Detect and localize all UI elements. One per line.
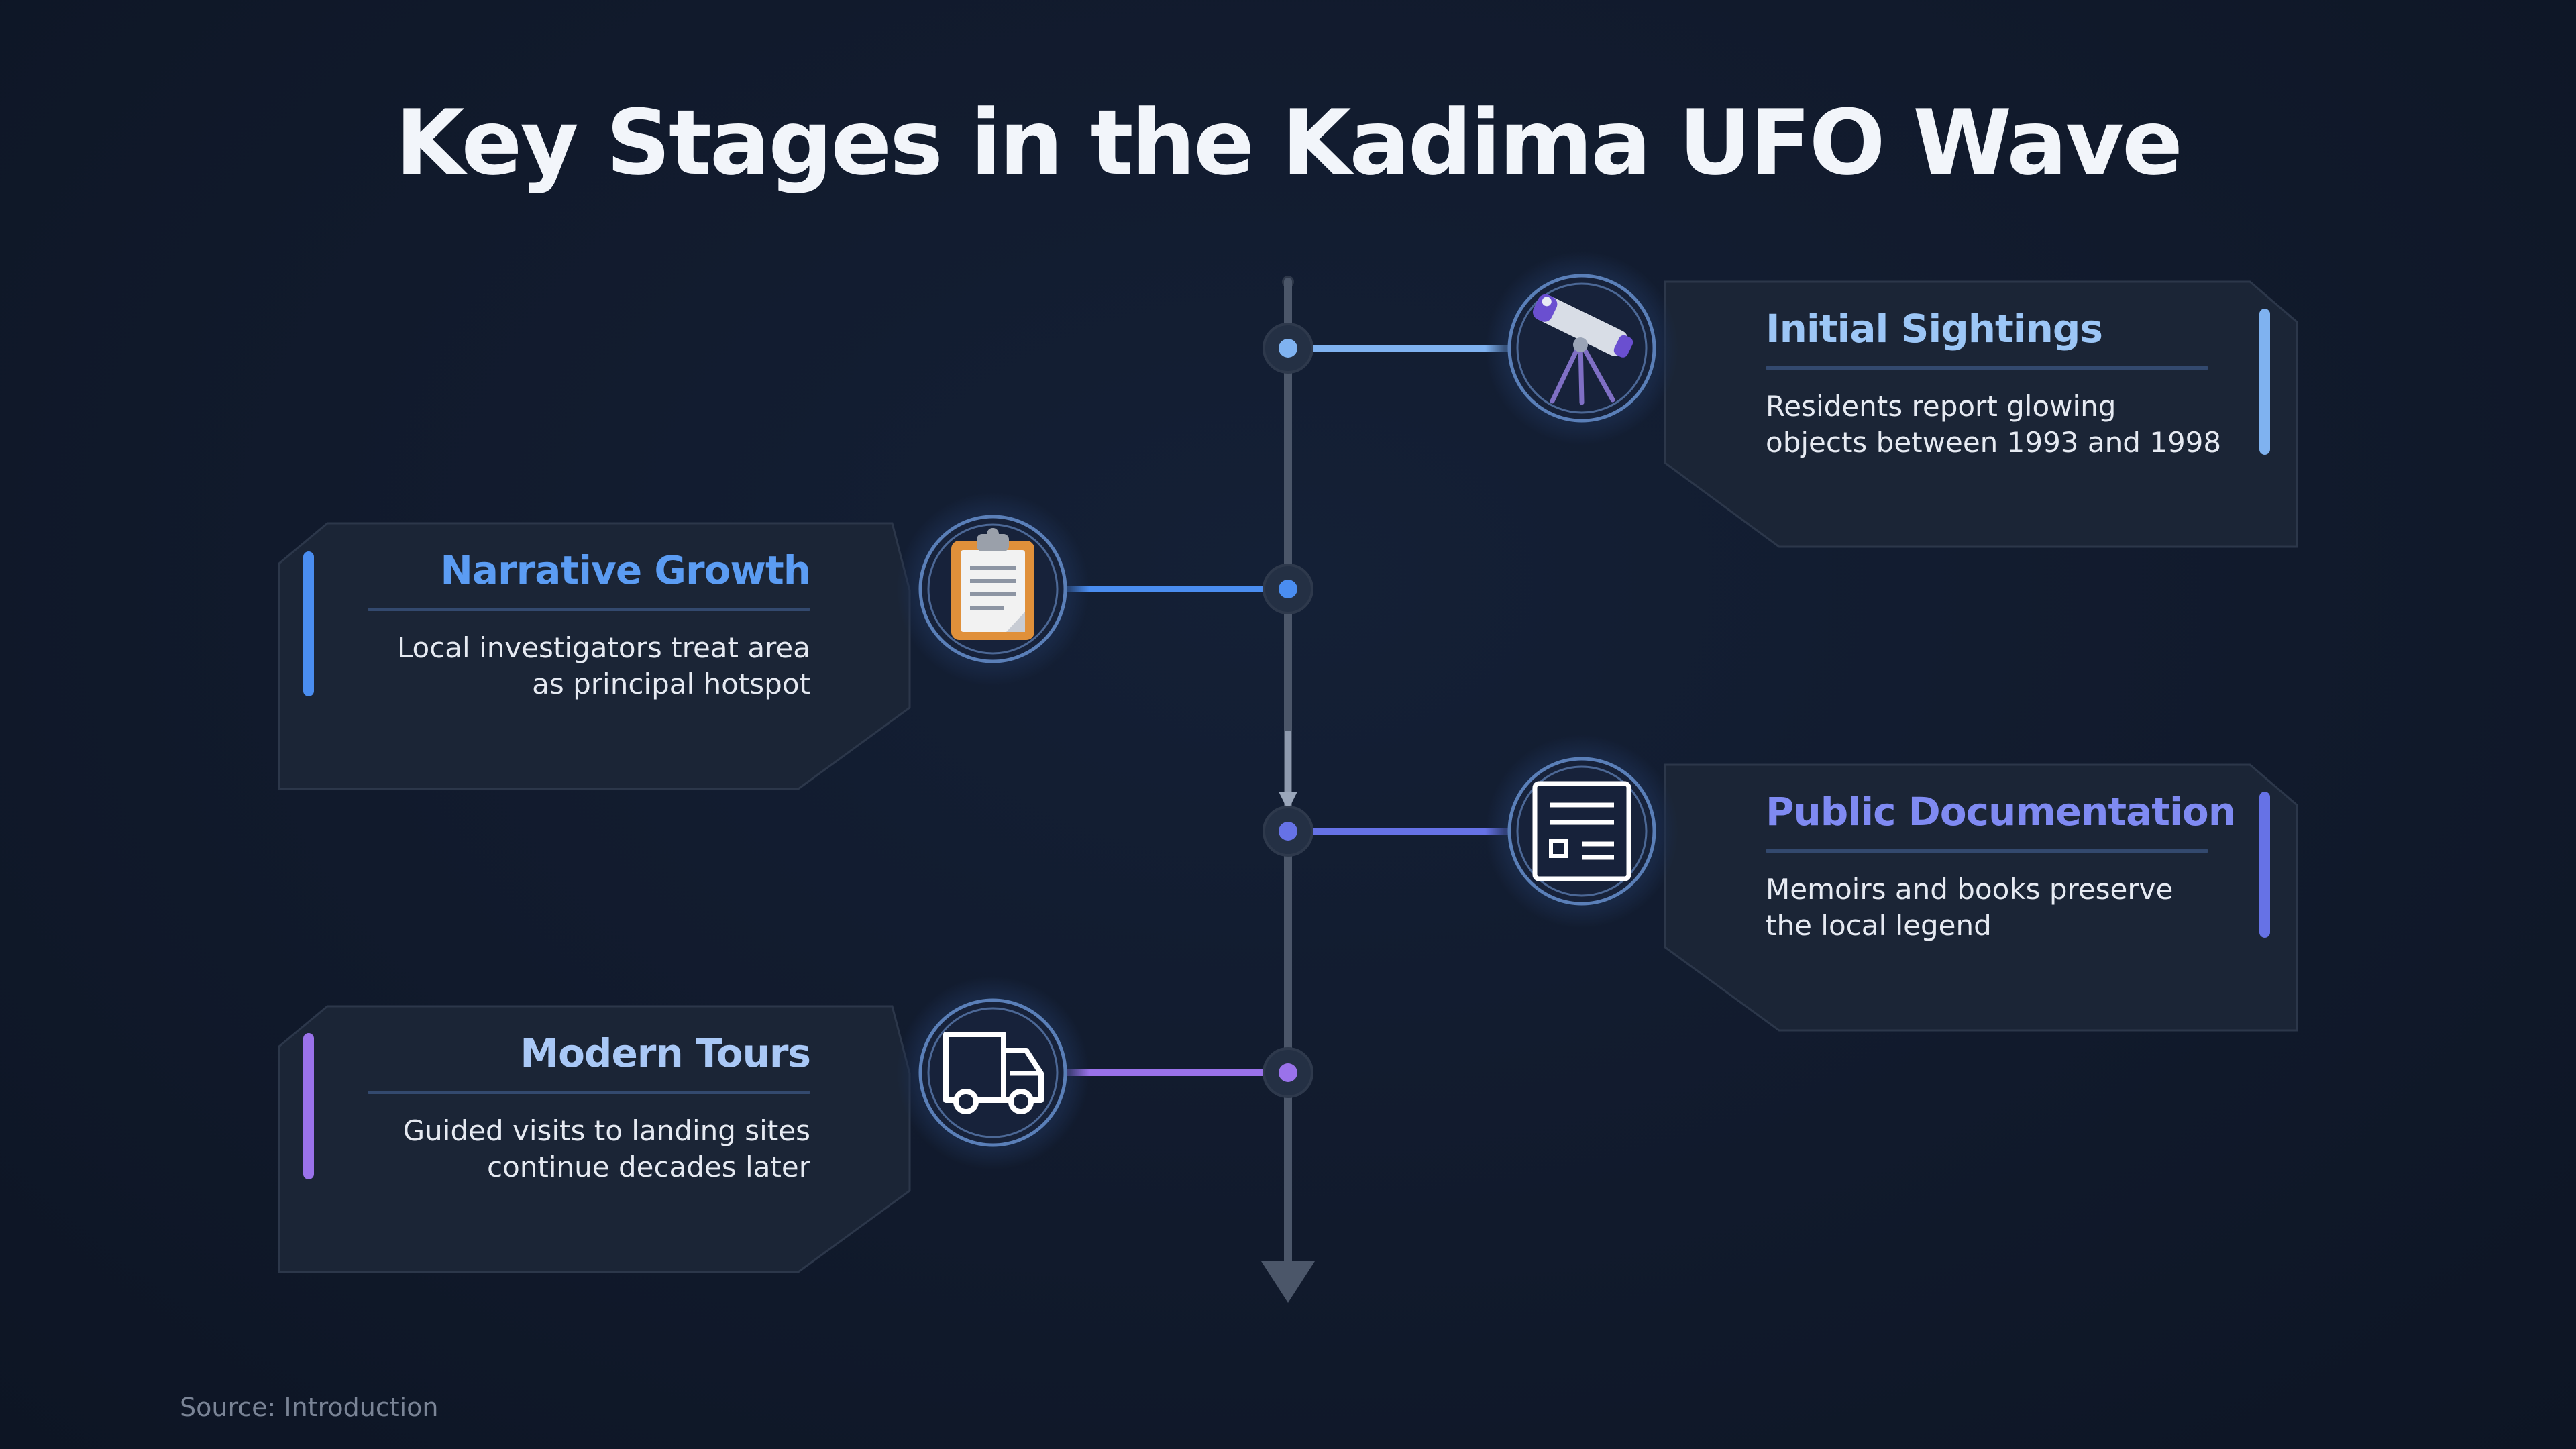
title-divider [368, 1091, 810, 1094]
card-public-documentation [1664, 763, 2298, 1032]
telescope-icon [1532, 294, 1633, 405]
clipboard-icon [951, 528, 1034, 640]
stage-description: Local investigators treat area as princi… [396, 631, 810, 700]
delivery-truck-icon [943, 1032, 1044, 1114]
stage-card-text-initial-sightings: Initial Sightings Residents report glowi… [1766, 303, 2249, 461]
stage-card-text-narrative-growth: Narrative Growth Local investigators tre… [327, 545, 811, 702]
card-initial-sightings [1664, 280, 2298, 548]
page-title: Key Stages in the Kadima UFO Wave [395, 91, 2183, 195]
stage-description: Residents report glowing objects between… [1766, 390, 2222, 459]
stage-initial-sightings [1263, 252, 2298, 548]
timeline-mid-arrow [1279, 792, 1297, 810]
title-divider [1766, 849, 2208, 853]
stage-description: Guided visits to landing sites continue … [402, 1114, 810, 1183]
card-accent-bar [2259, 309, 2270, 455]
stage-title: Narrative Growth [440, 547, 811, 593]
stage-description: Memoirs and books preserve the local leg… [1766, 873, 2174, 942]
timeline-end-arrowhead [1261, 1261, 1315, 1303]
card-accent-bar [303, 551, 314, 696]
stage-narrative-growth [278, 492, 1313, 790]
stage-modern-tours [278, 976, 1313, 1273]
document-icon [1532, 781, 1631, 881]
timeline-axis [1261, 276, 1315, 1303]
stage-title: Public Documentation [1766, 789, 2236, 835]
stage-card-text-modern-tours: Modern Tours Guided visits to landing si… [327, 1028, 811, 1185]
card-narrative-growth [278, 522, 911, 790]
card-accent-bar [303, 1033, 314, 1179]
stage-title: Initial Sightings [1766, 306, 2103, 352]
stage-card-text-public-documentation: Public Documentation Memoirs and books p… [1766, 786, 2249, 944]
stage-public-documentation [1263, 735, 2298, 1032]
card-accent-bar [2259, 792, 2270, 938]
title-divider [1766, 366, 2208, 370]
title-divider [368, 608, 810, 611]
stage-title: Modern Tours [520, 1030, 811, 1076]
card-modern-tours [278, 1005, 911, 1273]
source-note: Source: Introduction [180, 1393, 439, 1422]
